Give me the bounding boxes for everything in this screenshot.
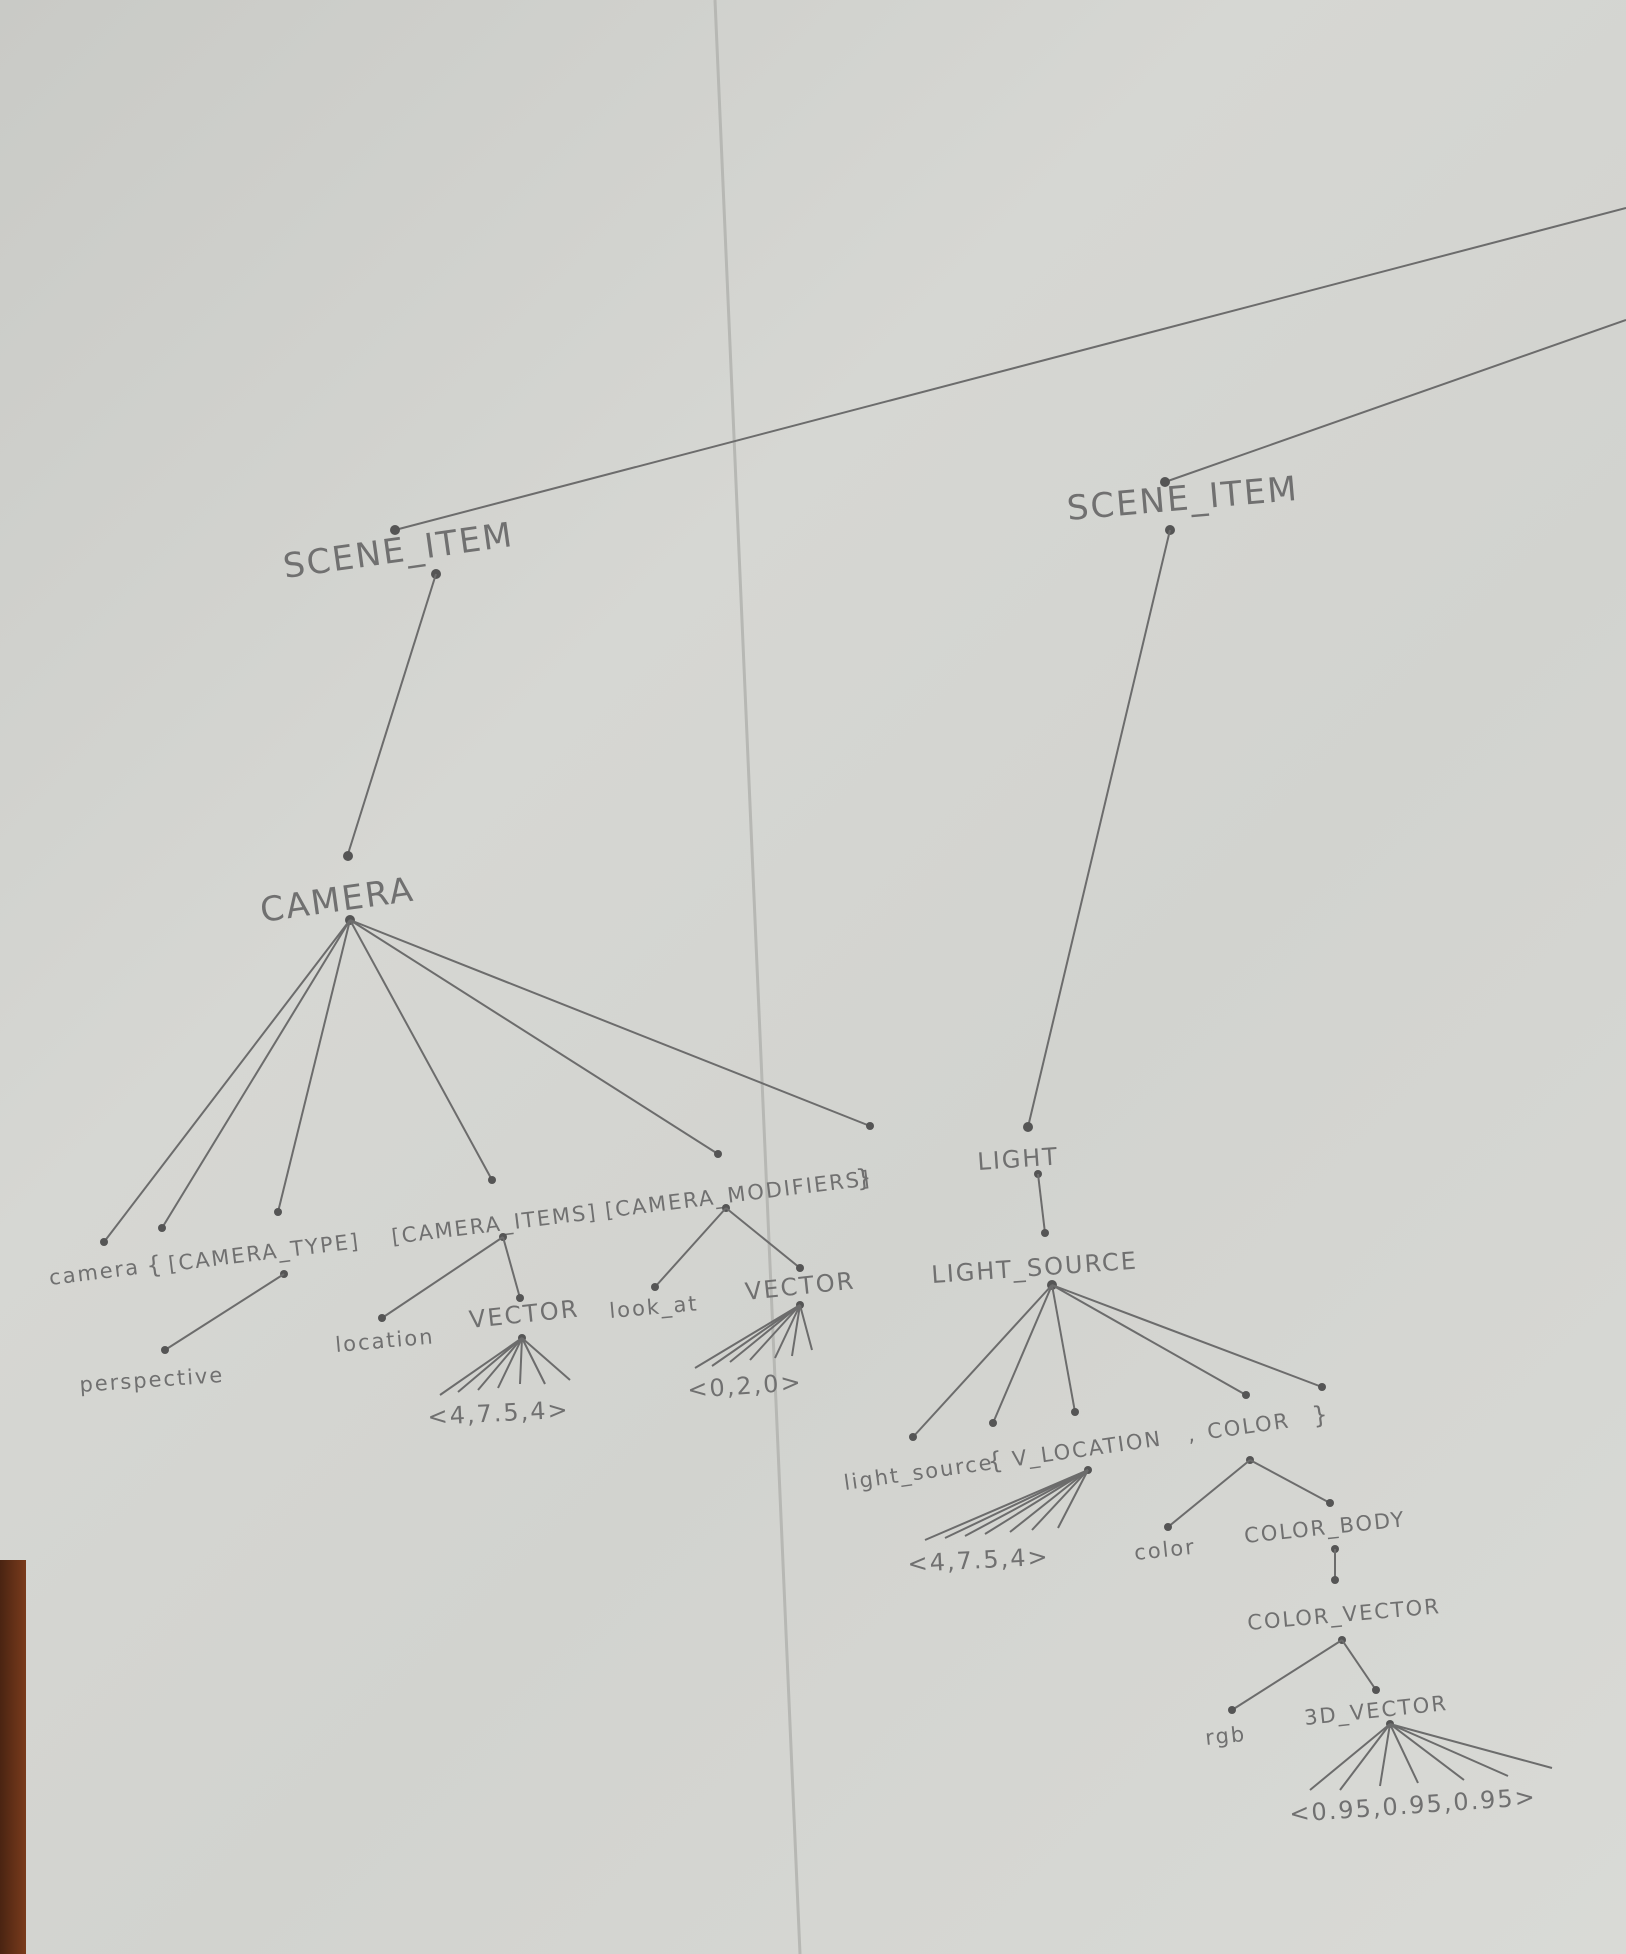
node-color-body-top (1326, 1499, 1334, 1507)
edge-camera-keyword (103, 919, 351, 1243)
node-light-source-top (1041, 1229, 1049, 1237)
node-camera-keyword (100, 1238, 108, 1246)
edge-modifiers-vector (725, 1207, 801, 1269)
edge-root-scene-item-right (1164, 319, 1626, 483)
node-ls-close-brace (1318, 1383, 1326, 1391)
edge-camera-type (277, 919, 351, 1213)
label-color-value: <0.95,0.95,0.95> (1288, 1783, 1537, 1828)
label-ls-keyword: light_source (842, 1450, 995, 1496)
edge-ls-close-brace (1051, 1284, 1323, 1388)
node-scene-item-left-top (390, 525, 400, 535)
label-vector-1-value: <4,7.5,4> (427, 1396, 570, 1431)
color-value-fan (1309, 1723, 1553, 1791)
edge-ls-keyword (912, 1284, 1053, 1438)
label-location: location (334, 1324, 435, 1357)
label-3d-vector: 3D_VECTOR (1303, 1691, 1449, 1731)
node-ls-v-location (1071, 1408, 1079, 1416)
node-3d-vector-top (1372, 1686, 1380, 1694)
edge-items-vector (502, 1236, 521, 1299)
node-camera-items (488, 1176, 496, 1184)
node-open-brace (158, 1224, 166, 1232)
edge-camera-open-brace (161, 919, 351, 1229)
label-color-keyword: color (1133, 1535, 1197, 1565)
label-ls-color: COLOR (1206, 1409, 1292, 1444)
label-ls-close-brace: } (1310, 1400, 1331, 1430)
node-scene-item-right-top (1160, 477, 1170, 487)
edge-scene-item-light (1027, 529, 1171, 1128)
edge-type-perspective (164, 1273, 285, 1351)
light-rule-row: light_source { V_LOCATION , COLOR } (842, 1400, 1331, 1496)
node-camera-top (343, 851, 353, 861)
table-edge (0, 1560, 26, 1954)
label-rgb: rgb (1204, 1722, 1247, 1750)
node-ls-open-brace (989, 1419, 997, 1427)
node-look-at (651, 1283, 659, 1291)
node-location (378, 1314, 386, 1322)
node-ls-color (1242, 1391, 1250, 1399)
edge-root-scene-item-left (394, 207, 1626, 531)
node-light-top (1023, 1122, 1033, 1132)
label-camera-type: [CAMERA_TYPE] (167, 1229, 362, 1277)
label-scene-item-right: SCENE_ITEM (1065, 469, 1300, 529)
node-close-brace (866, 1122, 874, 1130)
label-light: LIGHT (976, 1142, 1060, 1176)
edge-ls-color (1051, 1284, 1247, 1396)
edge-ls-open-brace (992, 1284, 1053, 1424)
label-color-vector: COLOR_VECTOR (1246, 1594, 1441, 1636)
edge-light-light-source (1037, 1173, 1046, 1234)
edge-vector-3d (1341, 1639, 1377, 1691)
node-color-vector-top (1331, 1576, 1339, 1584)
label-camera-keyword: camera (48, 1255, 142, 1290)
location-value-fan (924, 1469, 1089, 1541)
label-perspective: perspective (79, 1363, 225, 1397)
node-vector-1-top (516, 1294, 524, 1302)
label-camera-modifiers: [CAMERA_MODIFIERS] (604, 1166, 873, 1223)
edge-color-keyword (1167, 1459, 1251, 1528)
label-open-brace: { (145, 1250, 166, 1280)
node-rgb (1228, 1706, 1236, 1714)
node-ls-keyword (909, 1433, 917, 1441)
edge-vector-rgb (1231, 1639, 1343, 1711)
edge-camera-items (349, 919, 493, 1181)
label-look-at: look_at (608, 1291, 699, 1324)
node-color-keyword (1164, 1523, 1172, 1531)
label-light-source: LIGHT_SOURCE (930, 1247, 1138, 1289)
paper-fold-line (713, 0, 802, 1954)
label-vector-2-value: <0,2,0> (686, 1368, 803, 1404)
node-camera-type (274, 1208, 282, 1216)
edge-camera-modifiers (349, 919, 719, 1155)
label-scene-item-left: SCENE_ITEM (281, 515, 517, 587)
node-perspective (161, 1346, 169, 1354)
vector-2-fan (694, 1304, 813, 1369)
label-v-location: V_LOCATION (1011, 1427, 1164, 1473)
edge-items-location (381, 1236, 504, 1319)
edge-scene-item-camera (347, 573, 437, 855)
label-ls-comma: , (1186, 1422, 1198, 1447)
edge-modifiers-look-at (654, 1207, 727, 1288)
label-location-value: <4,7.5,4> (907, 1543, 1050, 1578)
label-vector-1: VECTOR (468, 1295, 581, 1334)
label-vector-2: VECTOR (744, 1267, 857, 1306)
node-camera-modifiers (714, 1150, 722, 1158)
edge-color-body (1249, 1459, 1331, 1504)
label-camera: CAMERA (258, 870, 417, 931)
label-color-body: COLOR_BODY (1243, 1507, 1407, 1549)
label-close-brace: } (854, 1163, 875, 1193)
label-ls-open-brace: { (986, 1446, 1007, 1476)
node-vector-2-top (796, 1264, 804, 1272)
vector-1-fan (439, 1337, 571, 1396)
edge-ls-v-location (1051, 1284, 1076, 1413)
edge-camera-close-brace (349, 919, 871, 1127)
